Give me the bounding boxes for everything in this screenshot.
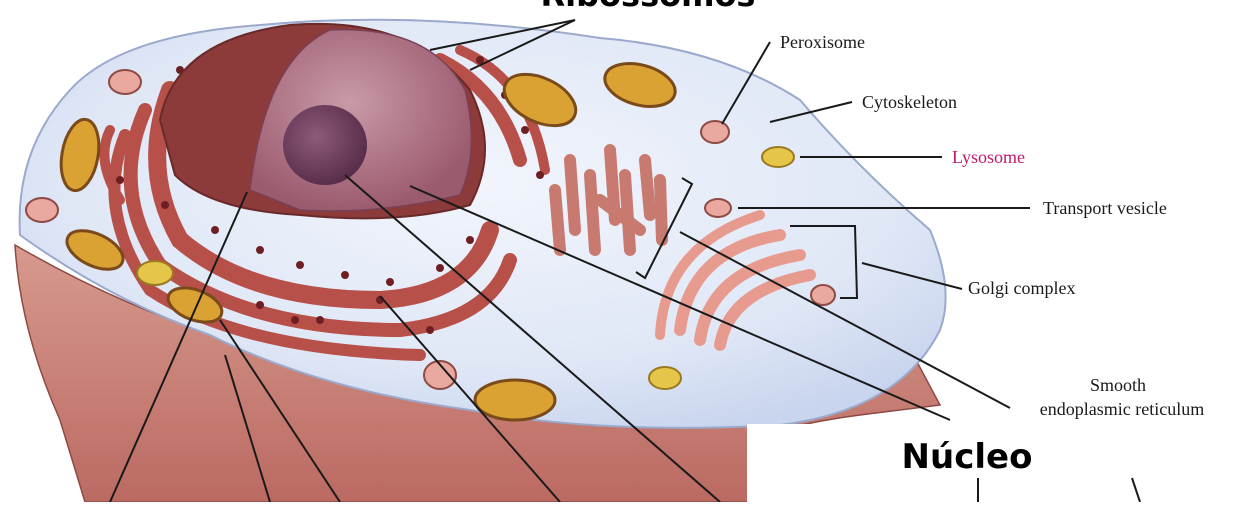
- label-transport-vesicle: Transport vesicle: [1043, 198, 1167, 218]
- label-ribossomos: Ribossomos: [541, 0, 756, 14]
- label-cytoskeleton: Cytoskeleton: [862, 92, 957, 112]
- label-smooth-er-line1: Smooth: [1090, 375, 1146, 395]
- nucleo-label-area: Núcleo: [747, 424, 1234, 502]
- label-nucleo: Núcleo: [902, 437, 1033, 477]
- nucleolus: [283, 105, 367, 185]
- label-smooth-er-line2: endoplasmic reticulum: [1040, 399, 1204, 419]
- label-overlay-box: Núcleo: [747, 424, 1234, 502]
- label-golgi-complex: Golgi complex: [968, 278, 1075, 298]
- label-lysosome: Lysosome: [952, 147, 1025, 167]
- label-peroxisome: Peroxisome: [780, 32, 865, 52]
